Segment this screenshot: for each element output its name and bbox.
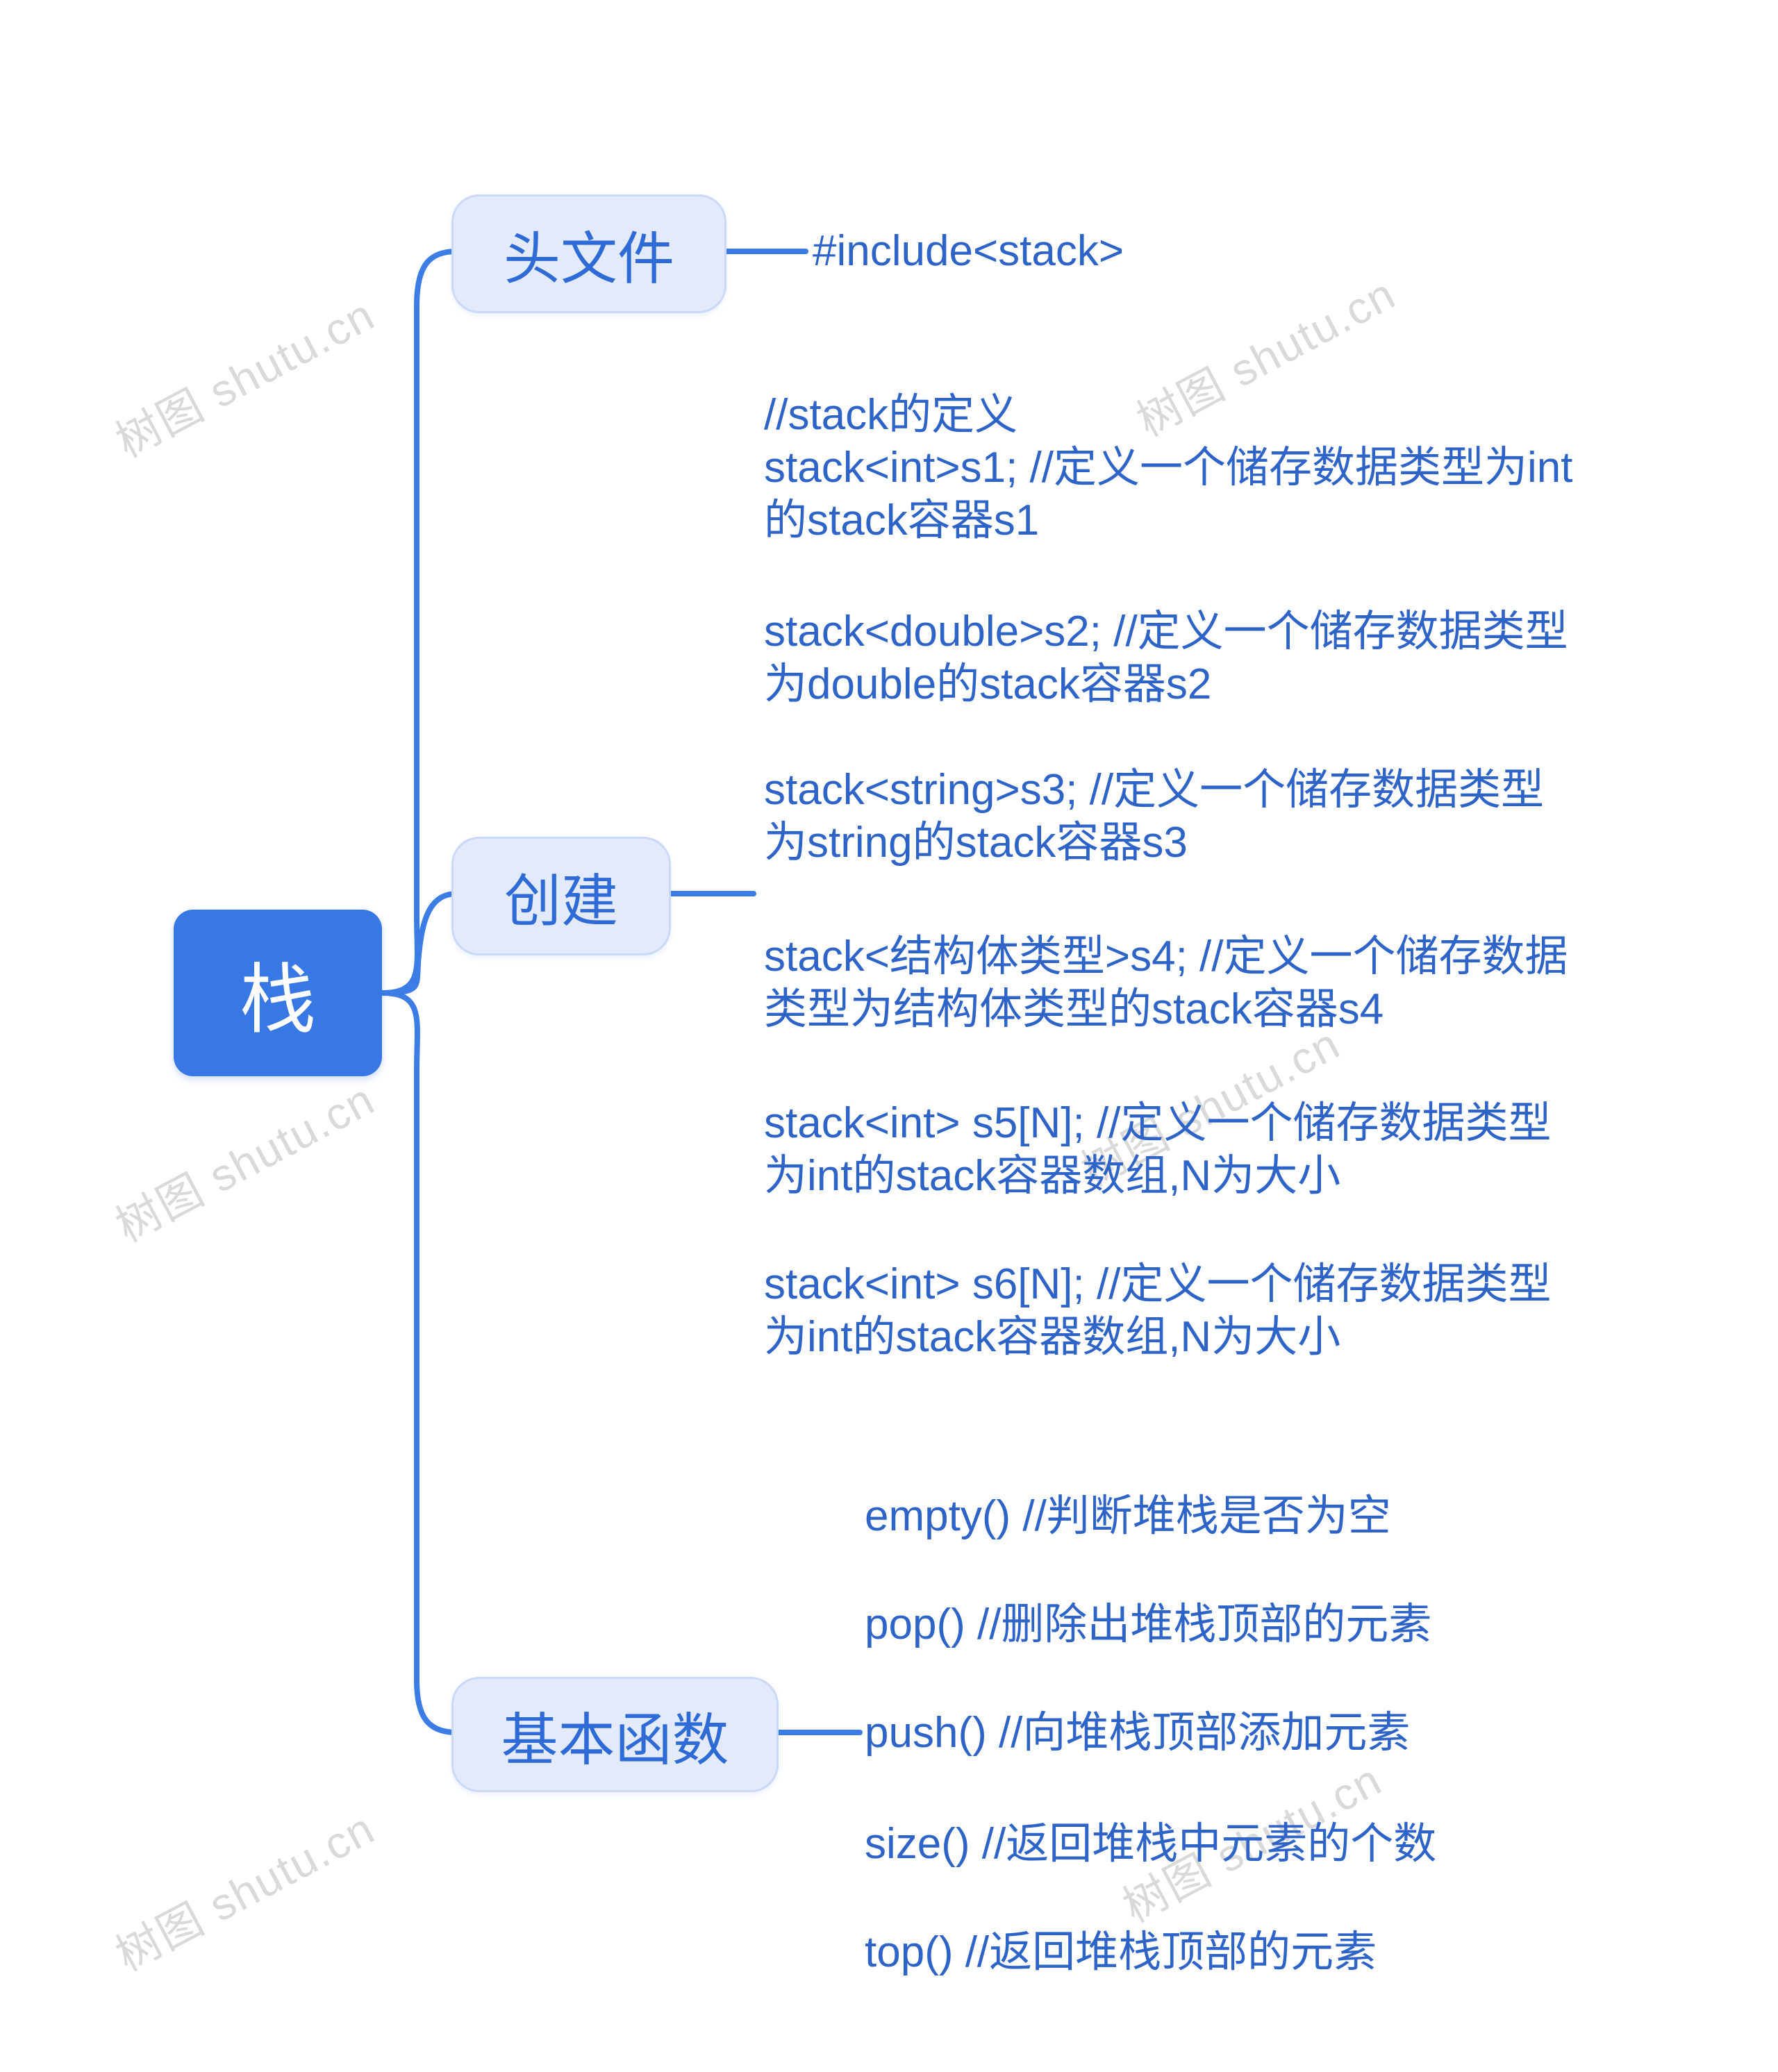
connector-root-to-create — [379, 891, 460, 996]
leaf-line: empty() //判断堆栈是否为空 — [865, 1492, 1391, 1540]
leaf-line: stack<结构体类型>s4; //定义一个储存数据 — [764, 933, 1568, 980]
leaf-line: stack<int> s5[N]; //定义一个储存数据类型 — [764, 1099, 1552, 1147]
leaf-line: stack<string>s3; //定义一个储存数据类型 — [764, 766, 1545, 814]
leaf-func-push[interactable]: push() //向堆栈顶部添加元素 — [865, 1707, 1410, 1760]
leaf-stack-struct-s4[interactable]: stack<结构体类型>s4; //定义一个储存数据 类型为结构体类型的stac… — [764, 930, 1568, 1036]
leaf-line: 为int的stack容器数组,N为大小 — [764, 1152, 1341, 1200]
leaf-func-top[interactable]: top() //返回堆栈顶部的元素 — [865, 1926, 1377, 1979]
leaf-line: //stack的定义 — [764, 391, 1018, 439]
leaf-line: top() //返回堆栈顶部的元素 — [865, 1928, 1377, 1976]
leaf-line: 的stack容器s1 — [764, 496, 1040, 544]
connector-root-to-funcs — [379, 990, 460, 1735]
leaf-stack-array-s5[interactable]: stack<int> s5[N]; //定义一个储存数据类型 为int的stac… — [764, 1097, 1551, 1203]
leaf-stack-string-s3[interactable]: stack<string>s3; //定义一个储存数据类型 为string的st… — [764, 764, 1544, 869]
leaf-stack-double-s2[interactable]: stack<double>s2; //定义一个储存数据类型 为double的st… — [764, 605, 1568, 711]
leaf-include-stack[interactable]: #include<stack> — [813, 225, 1124, 278]
connector-root-to-header — [379, 249, 460, 996]
branch-node-basic-functions[interactable]: 基本函数 — [451, 1677, 779, 1792]
root-node-stack[interactable]: 栈 — [174, 910, 382, 1076]
leaf-line: push() //向堆栈顶部添加元素 — [865, 1709, 1411, 1757]
leaf-line: 为int的stack容器数组,N为大小 — [764, 1313, 1341, 1361]
leaf-line: stack<double>s2; //定义一个储存数据类型 — [764, 608, 1568, 655]
leaf-line: 类型为结构体类型的stack容器s4 — [764, 985, 1384, 1033]
leaf-line: 为double的stack容器s2 — [764, 660, 1212, 708]
branch-node-header-file[interactable]: 头文件 — [451, 194, 726, 313]
leaf-stack-definition-s1[interactable]: //stack的定义 stack<int>s1; //定义一个储存数据类型为in… — [764, 389, 1572, 547]
leaf-line: pop() //删除出堆栈顶部的元素 — [865, 1601, 1432, 1648]
leaf-line: size() //返回堆栈中元素的个数 — [865, 1820, 1437, 1868]
leaf-func-empty[interactable]: empty() //判断堆栈是否为空 — [865, 1490, 1391, 1543]
leaf-func-pop[interactable]: pop() //删除出堆栈顶部的元素 — [865, 1598, 1431, 1651]
leaf-line: stack<int>s1; //定义一个储存数据类型为int — [764, 444, 1573, 492]
leaf-stack-array-s6[interactable]: stack<int> s6[N]; //定义一个储存数据类型 为int的stac… — [764, 1258, 1551, 1364]
leaf-func-size[interactable]: size() //返回堆栈中元素的个数 — [865, 1818, 1436, 1871]
branch-node-create[interactable]: 创建 — [451, 837, 671, 955]
leaf-line: 为string的stack容器s3 — [764, 819, 1188, 867]
leaf-line: stack<int> s6[N]; //定义一个储存数据类型 — [764, 1260, 1552, 1308]
leaf-line: #include<stack> — [813, 227, 1124, 275]
